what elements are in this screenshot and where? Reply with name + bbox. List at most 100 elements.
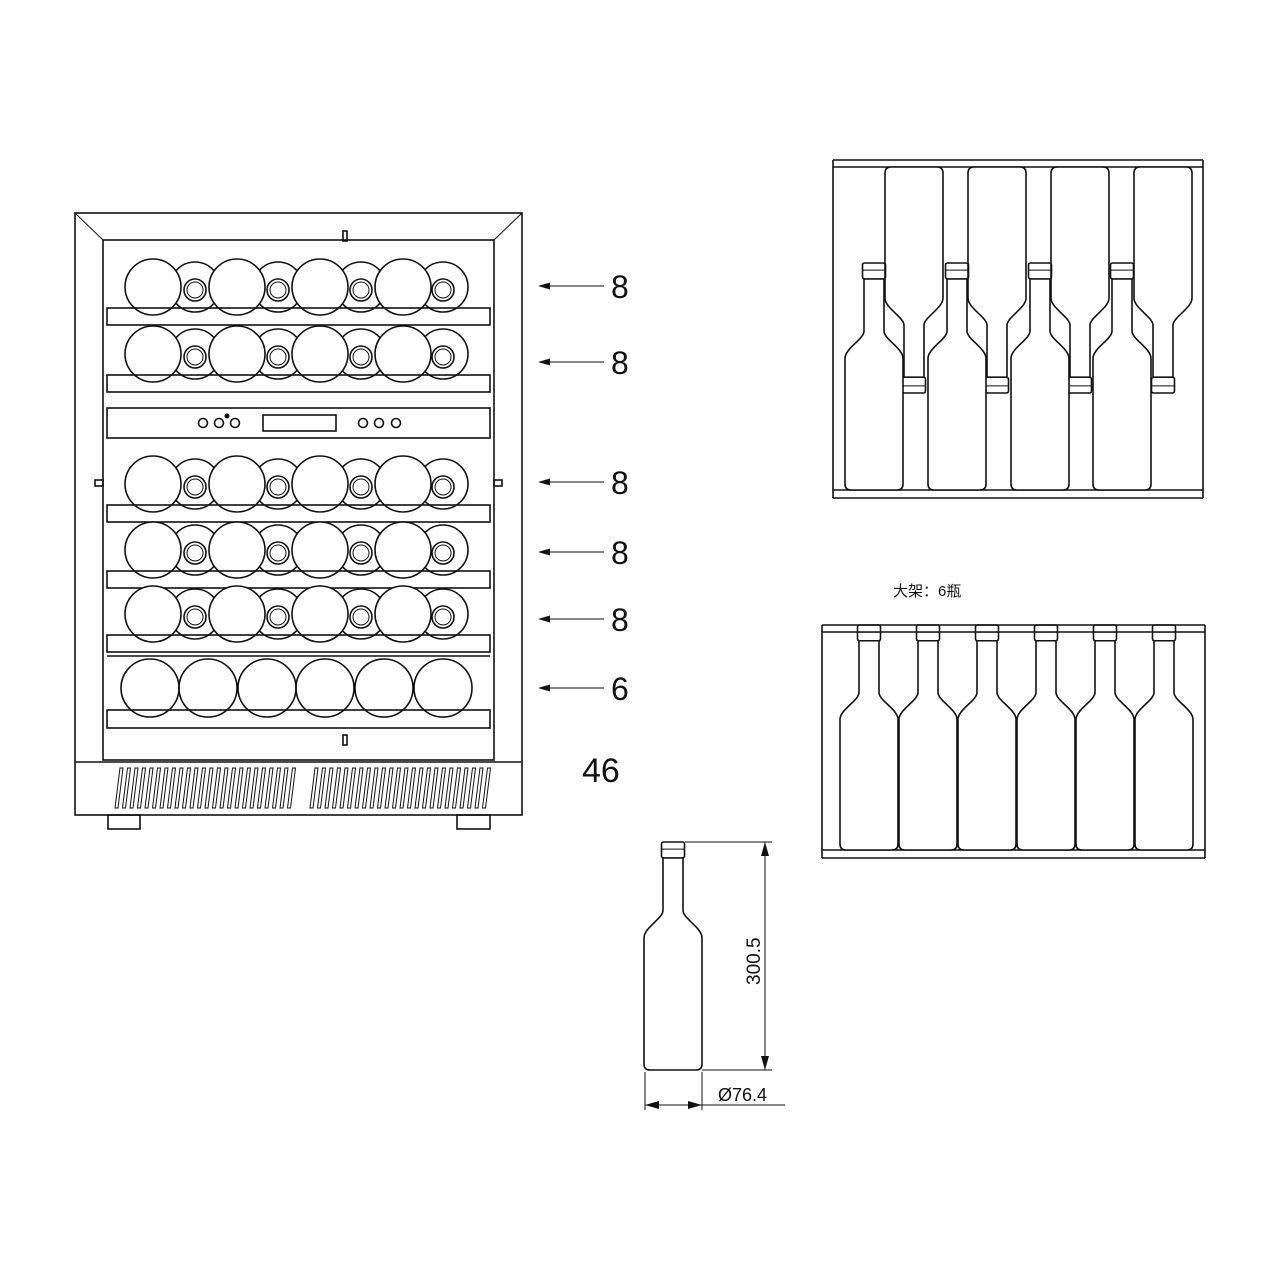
bottle <box>1050 166 1110 394</box>
arrow-head-icon <box>538 478 550 486</box>
hinge-top <box>342 230 348 242</box>
arrow-head-icon <box>538 684 550 692</box>
plus-button-icon[interactable] <box>357 417 369 429</box>
bottle-capsule <box>901 376 927 394</box>
shelf-row <box>106 258 491 326</box>
bottle <box>1010 262 1070 491</box>
bottle-capsule <box>1027 262 1053 280</box>
shelf-row <box>106 325 491 393</box>
bottle-base-circle <box>124 325 182 383</box>
bottle <box>884 166 944 394</box>
bottle-base-circle <box>124 258 182 316</box>
minus-button-icon[interactable] <box>229 417 241 429</box>
arrow-head-icon <box>538 282 550 290</box>
shelf-row <box>106 585 491 653</box>
bottle-height-dimension: 300.5 <box>744 937 765 985</box>
bottle-capsule <box>1033 624 1059 642</box>
minus-button-icon[interactable] <box>373 417 385 429</box>
bottle-base-circle <box>295 658 355 718</box>
bottle-neck-ring <box>183 278 207 302</box>
shelf-count: 6 <box>611 671 629 707</box>
bottle-neck-ring <box>349 605 373 629</box>
control-panel <box>106 407 491 439</box>
shelf-count: 8 <box>611 345 629 381</box>
bottle-base-circle <box>291 258 349 316</box>
bottle <box>927 262 987 491</box>
bottle-neck-ring <box>431 345 455 369</box>
alternating-shelf-view <box>832 159 1204 499</box>
light-button-icon[interactable] <box>390 417 402 429</box>
shelf-row <box>106 521 491 589</box>
rack-capacity-label: 大架：6瓶 <box>893 583 961 600</box>
bottle-capsule <box>660 841 686 859</box>
bottle-diameter-dimension: Ø76.4 <box>718 1085 767 1105</box>
door-glass <box>102 239 495 761</box>
bottle-base-circle <box>374 455 432 513</box>
bottle <box>898 624 958 851</box>
bottle-neck-ring <box>183 605 207 629</box>
arrow-head-icon <box>538 615 550 623</box>
bottle-neck-ring <box>266 605 290 629</box>
bottle-base-circle <box>208 585 266 643</box>
plus-button-icon[interactable] <box>213 417 225 429</box>
bottle-base-circle <box>120 658 180 718</box>
arrow-head-icon <box>538 548 550 556</box>
bottle-base-circle <box>178 658 238 718</box>
shelf-rail <box>106 709 491 729</box>
bottle-capsule <box>984 376 1010 394</box>
bottle-capsule <box>1109 262 1135 280</box>
bottle-neck-ring <box>266 278 290 302</box>
bottle-neck-ring <box>266 345 290 369</box>
bottle-base-circle <box>354 658 414 718</box>
bottle-neck-ring <box>349 475 373 499</box>
bottle-base-circle <box>208 521 266 579</box>
power-button-icon[interactable] <box>197 417 209 429</box>
shelf-rail <box>106 307 491 326</box>
bottle <box>643 841 703 1071</box>
bottle-capsule <box>1151 624 1177 642</box>
bottle-neck-ring <box>266 541 290 565</box>
bottle-base-circle <box>237 658 297 718</box>
door-latch-left <box>94 479 104 487</box>
shelf-count: 8 <box>611 269 629 305</box>
shelf-rail <box>106 570 491 589</box>
bottle-neck-ring <box>431 475 455 499</box>
bottle-neck-ring <box>183 345 207 369</box>
bottle-capsule <box>944 262 970 280</box>
bottle-base-circle <box>124 585 182 643</box>
shelf-rail <box>106 504 491 523</box>
hinge-bottom <box>342 734 348 746</box>
bottle-neck-ring <box>431 541 455 565</box>
bottle-base-circle <box>291 325 349 383</box>
shelf-count: 8 <box>611 602 629 638</box>
door-latch-right <box>493 479 503 487</box>
shelf-count: 8 <box>611 535 629 571</box>
indicator-dot-icon <box>224 413 230 419</box>
bottle-neck-ring <box>183 541 207 565</box>
bottle-neck-ring <box>431 605 455 629</box>
bottle-capsule <box>856 624 882 642</box>
bottle-neck-ring <box>349 541 373 565</box>
bottle-base-circle <box>291 521 349 579</box>
bottle-base-circle <box>374 521 432 579</box>
bottle-base-circle <box>291 455 349 513</box>
cabinet-outline <box>74 212 523 816</box>
arrow-head-icon <box>538 358 550 366</box>
bottle-capsule <box>861 262 887 280</box>
bottle <box>844 262 904 491</box>
shelf-row-bottom <box>106 655 491 729</box>
bottle-neck-ring <box>266 475 290 499</box>
shelf-rail <box>106 374 491 393</box>
bottle-capsule <box>915 624 941 642</box>
bottle <box>1016 624 1076 851</box>
bottle-base-circle <box>374 258 432 316</box>
bottle-base-circle <box>208 455 266 513</box>
foot-left <box>107 814 141 830</box>
bottle <box>1075 624 1135 851</box>
bottle <box>1092 262 1152 491</box>
bottle-base-circle <box>208 325 266 383</box>
bottle-base-circle <box>374 585 432 643</box>
ventilation-grille <box>114 767 492 809</box>
